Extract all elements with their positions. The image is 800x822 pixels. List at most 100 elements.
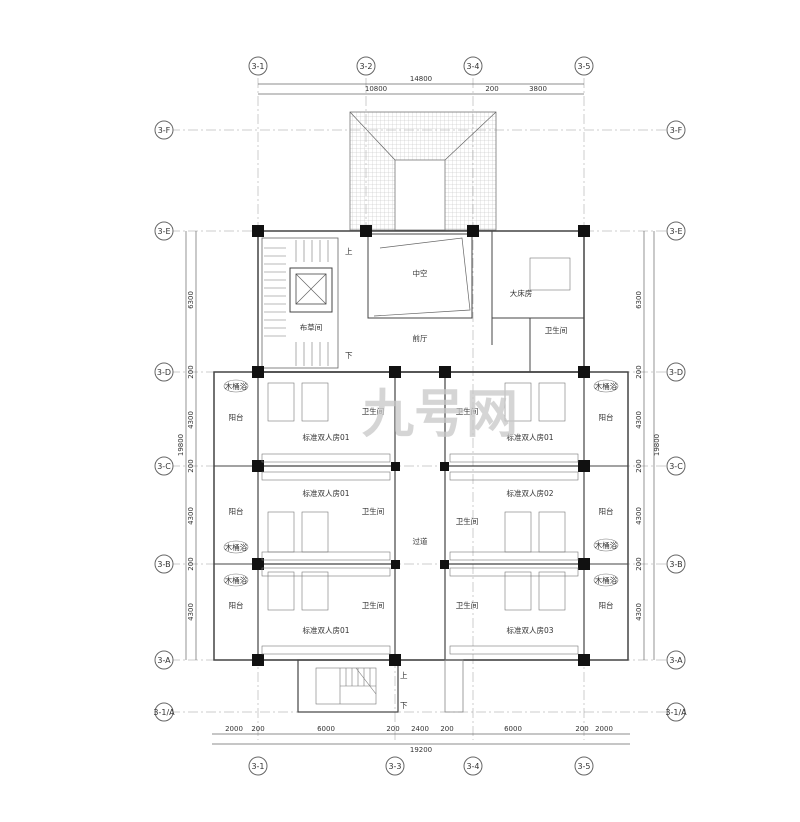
svg-text:4300: 4300 bbox=[635, 507, 643, 525]
axis-bubble: 3-5 bbox=[574, 756, 594, 776]
axis-bubble: 3-B bbox=[666, 554, 686, 574]
svg-text:200: 200 bbox=[440, 725, 453, 733]
bath-label: 卫生间 bbox=[456, 406, 479, 416]
svg-text:2000: 2000 bbox=[225, 725, 243, 733]
axis-bubble: 3-D bbox=[666, 362, 686, 382]
axis-bubbles-bottom: 3-1 3-3 3-4 3-5 bbox=[248, 756, 594, 776]
svg-text:200: 200 bbox=[635, 459, 643, 472]
furniture bbox=[223, 257, 619, 655]
svg-text:3-1/A: 3-1/A bbox=[153, 708, 175, 717]
king-bath-label: 卫生间 bbox=[545, 325, 568, 335]
standard-twin-room-label: 标准双人房01 bbox=[302, 432, 349, 442]
king-room-label: 大床房 bbox=[510, 288, 533, 298]
svg-text:3-1/A: 3-1/A bbox=[665, 708, 687, 717]
svg-text:3-F: 3-F bbox=[670, 126, 683, 135]
roof-terrace bbox=[349, 111, 497, 231]
dimension-left: 19800 6300 200 4300 200 4300 200 4300 bbox=[177, 231, 197, 660]
stair-down-label: 下 bbox=[345, 351, 353, 360]
balcony-label: 阳台 bbox=[229, 600, 244, 610]
axis-bubble: 3-C bbox=[154, 456, 174, 476]
svg-text:19200: 19200 bbox=[410, 746, 432, 754]
svg-text:3-5: 3-5 bbox=[577, 762, 590, 771]
axis-bubble: 3-F bbox=[154, 120, 174, 140]
standard-twin-room-label: 标准双人房02 bbox=[506, 488, 553, 498]
axis-bubble: 3-A bbox=[154, 650, 174, 670]
axis-bubble: 3-C bbox=[666, 456, 686, 476]
balcony-label: 阳台 bbox=[599, 506, 614, 516]
axis-bubbles-top: 3-1 3-2 3-4 3-5 bbox=[248, 56, 594, 76]
standard-twin-room-label: 标准双人房01 bbox=[506, 432, 553, 442]
tub-label: 木桶浴 bbox=[225, 575, 248, 585]
svg-text:3-5: 3-5 bbox=[577, 62, 590, 71]
svg-text:3-D: 3-D bbox=[157, 368, 171, 377]
standard-twin-room-label: 标准双人房01 bbox=[302, 625, 349, 635]
stair-up-label: 上 bbox=[400, 671, 408, 680]
bath-label: 卫生间 bbox=[362, 600, 385, 610]
axis-bubble: 3-1/A bbox=[665, 702, 687, 722]
stair-top-left bbox=[264, 240, 329, 366]
svg-text:200: 200 bbox=[575, 725, 588, 733]
bath-label: 卫生间 bbox=[456, 516, 479, 526]
tub-label: 木桶浴 bbox=[595, 575, 618, 585]
svg-text:3-C: 3-C bbox=[157, 462, 171, 471]
svg-text:3-E: 3-E bbox=[157, 227, 170, 236]
svg-text:3800: 3800 bbox=[529, 85, 547, 93]
axis-bubble: 3-D bbox=[154, 362, 174, 382]
dimension-bottom: 2000 200 6000 200 2400 200 6000 200 2000… bbox=[212, 725, 630, 754]
tub-label: 木桶浴 bbox=[595, 381, 618, 391]
stair-up-label: 上 bbox=[345, 247, 353, 256]
svg-text:200: 200 bbox=[187, 459, 195, 472]
svg-text:3-A: 3-A bbox=[157, 656, 171, 665]
building-outline bbox=[213, 230, 629, 713]
corridor-label: 过道 bbox=[413, 536, 428, 546]
svg-text:3-3: 3-3 bbox=[388, 762, 401, 771]
svg-text:200: 200 bbox=[386, 725, 399, 733]
axis-bubble: 3-E bbox=[154, 221, 174, 241]
bath-label: 卫生间 bbox=[362, 506, 385, 516]
balcony-label: 阳台 bbox=[599, 600, 614, 610]
axis-bubble: 3-3 bbox=[385, 756, 405, 776]
standard-twin-room-label: 标准双人房03 bbox=[506, 625, 553, 635]
balcony-label: 阳台 bbox=[229, 412, 244, 422]
axis-bubbles-left: 3-F 3-E 3-D 3-C 3-B 3-A 3-1/A bbox=[153, 120, 175, 722]
balcony-label: 阳台 bbox=[229, 506, 244, 516]
svg-text:3-A: 3-A bbox=[669, 656, 683, 665]
svg-text:3-F: 3-F bbox=[158, 126, 171, 135]
bath-label: 卫生间 bbox=[362, 406, 385, 416]
bath-label: 卫生间 bbox=[456, 600, 479, 610]
atrium-label: 中空 bbox=[413, 268, 428, 278]
standard-twin-room-label: 标准双人房01 bbox=[302, 488, 349, 498]
svg-text:6000: 6000 bbox=[504, 725, 522, 733]
svg-text:200: 200 bbox=[485, 85, 498, 93]
axis-bubble: 3-5 bbox=[574, 56, 594, 76]
axis-bubble: 3-1 bbox=[248, 56, 268, 76]
stair-down-label: 下 bbox=[400, 701, 408, 710]
svg-text:14800: 14800 bbox=[410, 75, 432, 83]
svg-text:10800: 10800 bbox=[365, 85, 387, 93]
svg-text:200: 200 bbox=[187, 365, 195, 378]
axis-bubbles-right: 3-F 3-E 3-D 3-C 3-B 3-A 3-1/A bbox=[665, 120, 687, 722]
svg-text:4300: 4300 bbox=[187, 603, 195, 621]
room-labels: 中空 前厅 布草间 大床房 卫生间 过道 上 下 上 下 阳台 阳台 阳台 阳台… bbox=[225, 247, 618, 710]
stair-bottom bbox=[315, 667, 377, 705]
balcony-label: 阳台 bbox=[599, 412, 614, 422]
dimension-top: 14800 10800 200 3800 bbox=[258, 75, 584, 95]
svg-text:4300: 4300 bbox=[635, 411, 643, 429]
tub-label: 木桶浴 bbox=[595, 540, 618, 550]
svg-text:3-B: 3-B bbox=[157, 560, 170, 569]
svg-text:3-B: 3-B bbox=[669, 560, 682, 569]
svg-text:2400: 2400 bbox=[411, 725, 429, 733]
svg-text:3-E: 3-E bbox=[669, 227, 682, 236]
svg-text:6000: 6000 bbox=[317, 725, 335, 733]
axis-bubble: 3-1/A bbox=[153, 702, 175, 722]
svg-text:4300: 4300 bbox=[187, 411, 195, 429]
svg-text:3-2: 3-2 bbox=[359, 62, 372, 71]
svg-text:6300: 6300 bbox=[187, 291, 195, 309]
svg-text:4300: 4300 bbox=[187, 507, 195, 525]
svg-text:6300: 6300 bbox=[635, 291, 643, 309]
axis-bubble: 3-B bbox=[154, 554, 174, 574]
svg-text:19800: 19800 bbox=[177, 434, 185, 456]
axis-bubble: 3-A bbox=[666, 650, 686, 670]
axis-bubble: 3-1 bbox=[248, 756, 268, 776]
svg-text:4300: 4300 bbox=[635, 603, 643, 621]
